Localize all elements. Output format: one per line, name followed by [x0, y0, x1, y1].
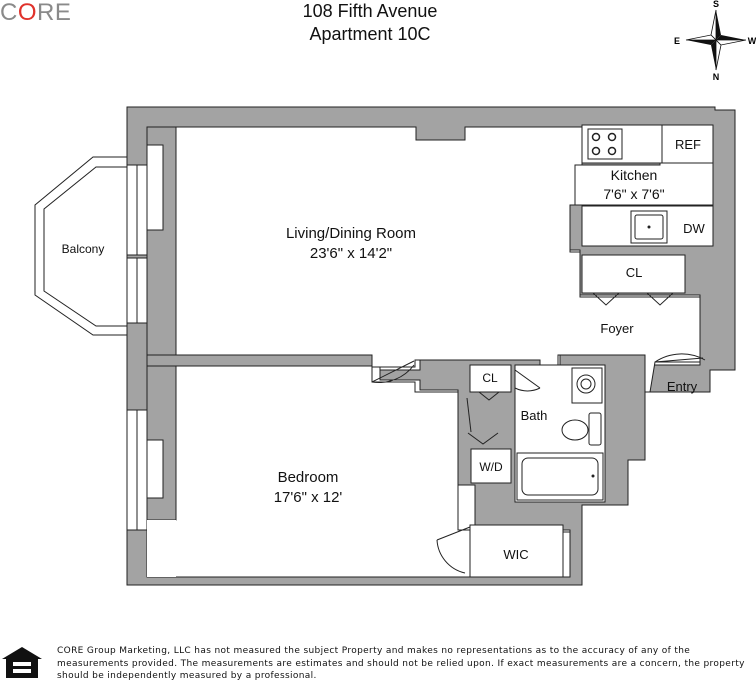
living-bedroom-partition: [146, 354, 373, 367]
equal-housing-opportunity-icon: [2, 647, 42, 678]
stove: [587, 128, 623, 160]
compass-rose-icon: S N E W: [674, 0, 756, 82]
dishwasher-label: DW: [683, 221, 705, 236]
refrigerator-label: REF: [675, 137, 701, 152]
living-room-area: [175, 126, 701, 393]
floor-plan: REF DW Kitchen 7'6" x 7'6" CL Foyer Entr…: [34, 106, 736, 586]
entry-door: [654, 353, 706, 363]
bathtub: [516, 452, 604, 501]
core-logo-text: CORE: [0, 0, 72, 26]
bedroom-dims: 17'6" x 12': [274, 489, 343, 506]
foyer-closet-label: CL: [626, 265, 643, 280]
compass-west-label: W: [748, 36, 756, 46]
foyer-closet: [581, 254, 686, 294]
compass-east-label: E: [674, 36, 680, 46]
entry-label: Entry: [667, 379, 698, 394]
kitchen-dims: 7'6" x 7'6": [603, 186, 664, 202]
balcony-outline: [34, 156, 127, 336]
bath-closet-label: CL: [482, 371, 498, 385]
living-room-dims: 23'6" x 14'2": [310, 245, 392, 262]
balcony-label: Balcony: [62, 242, 105, 256]
kitchen-name: Kitchen: [611, 167, 658, 183]
compass-south-label: S: [713, 0, 719, 9]
disclaimer-text: CORE Group Marketing, LLC has not measur…: [57, 646, 745, 681]
wic-label: WIC: [503, 547, 528, 562]
toilet: [561, 419, 589, 441]
bath-sink: [571, 367, 603, 404]
refrigerator: [661, 124, 714, 164]
unit-name: Apartment 10C: [309, 24, 431, 44]
living-room-name: Living/Dining Room: [286, 225, 416, 242]
washer-dryer-label: W/D: [479, 460, 503, 474]
dishwasher: [676, 209, 712, 245]
foyer-label: Foyer: [600, 321, 634, 336]
bath-closet: [469, 364, 512, 393]
bedroom-name: Bedroom: [278, 469, 339, 486]
bedroom-door: [371, 360, 415, 384]
compass-north-label: N: [713, 72, 720, 82]
core-logo: CORE: [0, 0, 95, 28]
listing-title: 108 Fifth Avenue Apartment 10C: [260, 0, 480, 46]
washer-dryer: [470, 448, 512, 484]
address: 108 Fifth Avenue: [302, 1, 438, 21]
walk-in-closet: [469, 524, 564, 578]
bath-label: Bath: [521, 408, 548, 423]
